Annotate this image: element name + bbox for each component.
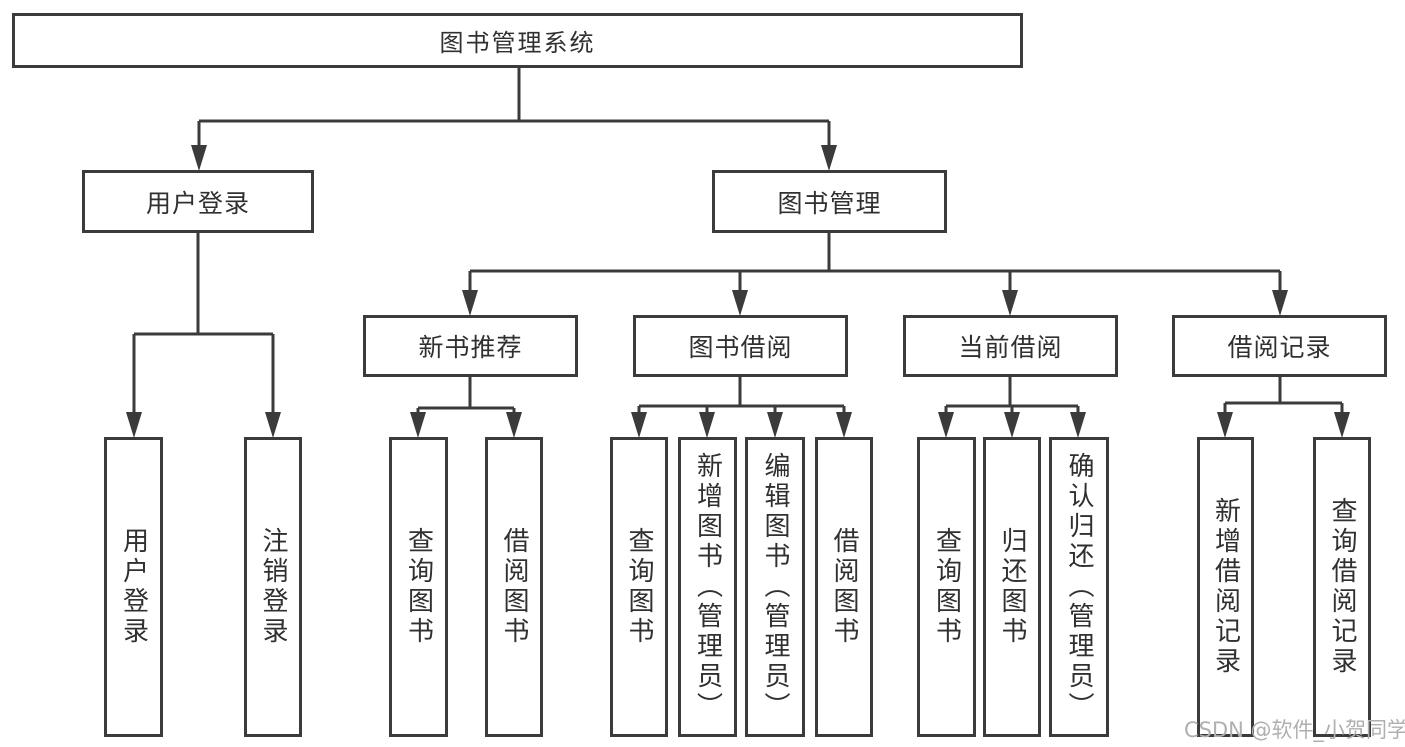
connector-new-book-recommend-branch [410, 375, 522, 438]
leaf-confirm-return-admin: 确认归还（管理员） [1049, 437, 1109, 737]
leaf-logout: 注销登录 [244, 437, 302, 737]
leaf-label: 查询图书 [931, 527, 962, 647]
leaf-add-borrow-record: 新增借阅记录 [1197, 437, 1254, 737]
node-label: 图书管理系统 [439, 29, 596, 57]
leaf-label: 新增图书（管理员） [692, 452, 723, 722]
leaf-return-books: 归还图书 [983, 437, 1041, 737]
node-label: 图书管理 [777, 188, 882, 218]
leaf-label: 查询借阅记录 [1327, 497, 1357, 677]
node-label: 新书推荐 [418, 333, 523, 362]
leaf-label: 新增借阅记录 [1210, 497, 1241, 677]
leaf-label: 注销登录 [258, 527, 288, 647]
leaf-label: 归还图书 [997, 527, 1027, 647]
connector-current-borrowing-branch [938, 375, 1086, 438]
node-book-borrowing: 图书借阅 [633, 315, 848, 377]
node-user-login: 用户登录 [82, 170, 314, 233]
leaf-borrow-books-borrowing: 借阅图书 [815, 437, 873, 737]
leaf-query-books-recommend: 查询图书 [389, 437, 448, 737]
leaf-query-books-borrowing: 查询图书 [610, 437, 668, 737]
csdn-watermark: CSDN @软件_小贺同学 [1184, 718, 1405, 742]
leaf-label: 查询图书 [403, 527, 434, 647]
node-label: 图书借阅 [688, 333, 793, 362]
connector-user-login-branch [126, 231, 281, 438]
leaf-query-borrow-record: 查询借阅记录 [1313, 437, 1371, 737]
connector-borrowing-records-branch [1217, 375, 1350, 438]
leaf-label: 查询图书 [624, 527, 654, 647]
leaf-query-books-current: 查询图书 [917, 437, 976, 737]
leaf-user-login: 用户登录 [104, 437, 163, 737]
node-current-borrowing: 当前借阅 [903, 315, 1118, 377]
leaf-label: 借阅图书 [499, 527, 529, 647]
node-book-management: 图书管理 [712, 170, 947, 233]
connector-book-borrowing-branch [631, 375, 852, 438]
leaf-label: 确认归还（管理员） [1064, 452, 1094, 722]
leaf-label: 用户登录 [118, 527, 149, 647]
connector-book-management-branch [462, 231, 1288, 316]
connector-root-to-level2 [191, 66, 837, 171]
leaf-label: 编辑图书（管理员） [760, 452, 790, 722]
node-label: 借阅记录 [1227, 333, 1332, 362]
leaf-edit-book-admin: 编辑图书（管理员） [745, 437, 805, 737]
leaf-borrow-books-recommend: 借阅图书 [485, 437, 543, 737]
node-library-management-system: 图书管理系统 [12, 13, 1023, 68]
leaf-label: 借阅图书 [829, 527, 859, 647]
node-borrowing-records: 借阅记录 [1172, 315, 1387, 377]
node-label: 当前借阅 [958, 333, 1063, 362]
node-new-book-recommend: 新书推荐 [363, 315, 578, 377]
node-label: 用户登录 [145, 188, 250, 218]
leaf-add-book-admin: 新增图书（管理员） [678, 437, 737, 737]
